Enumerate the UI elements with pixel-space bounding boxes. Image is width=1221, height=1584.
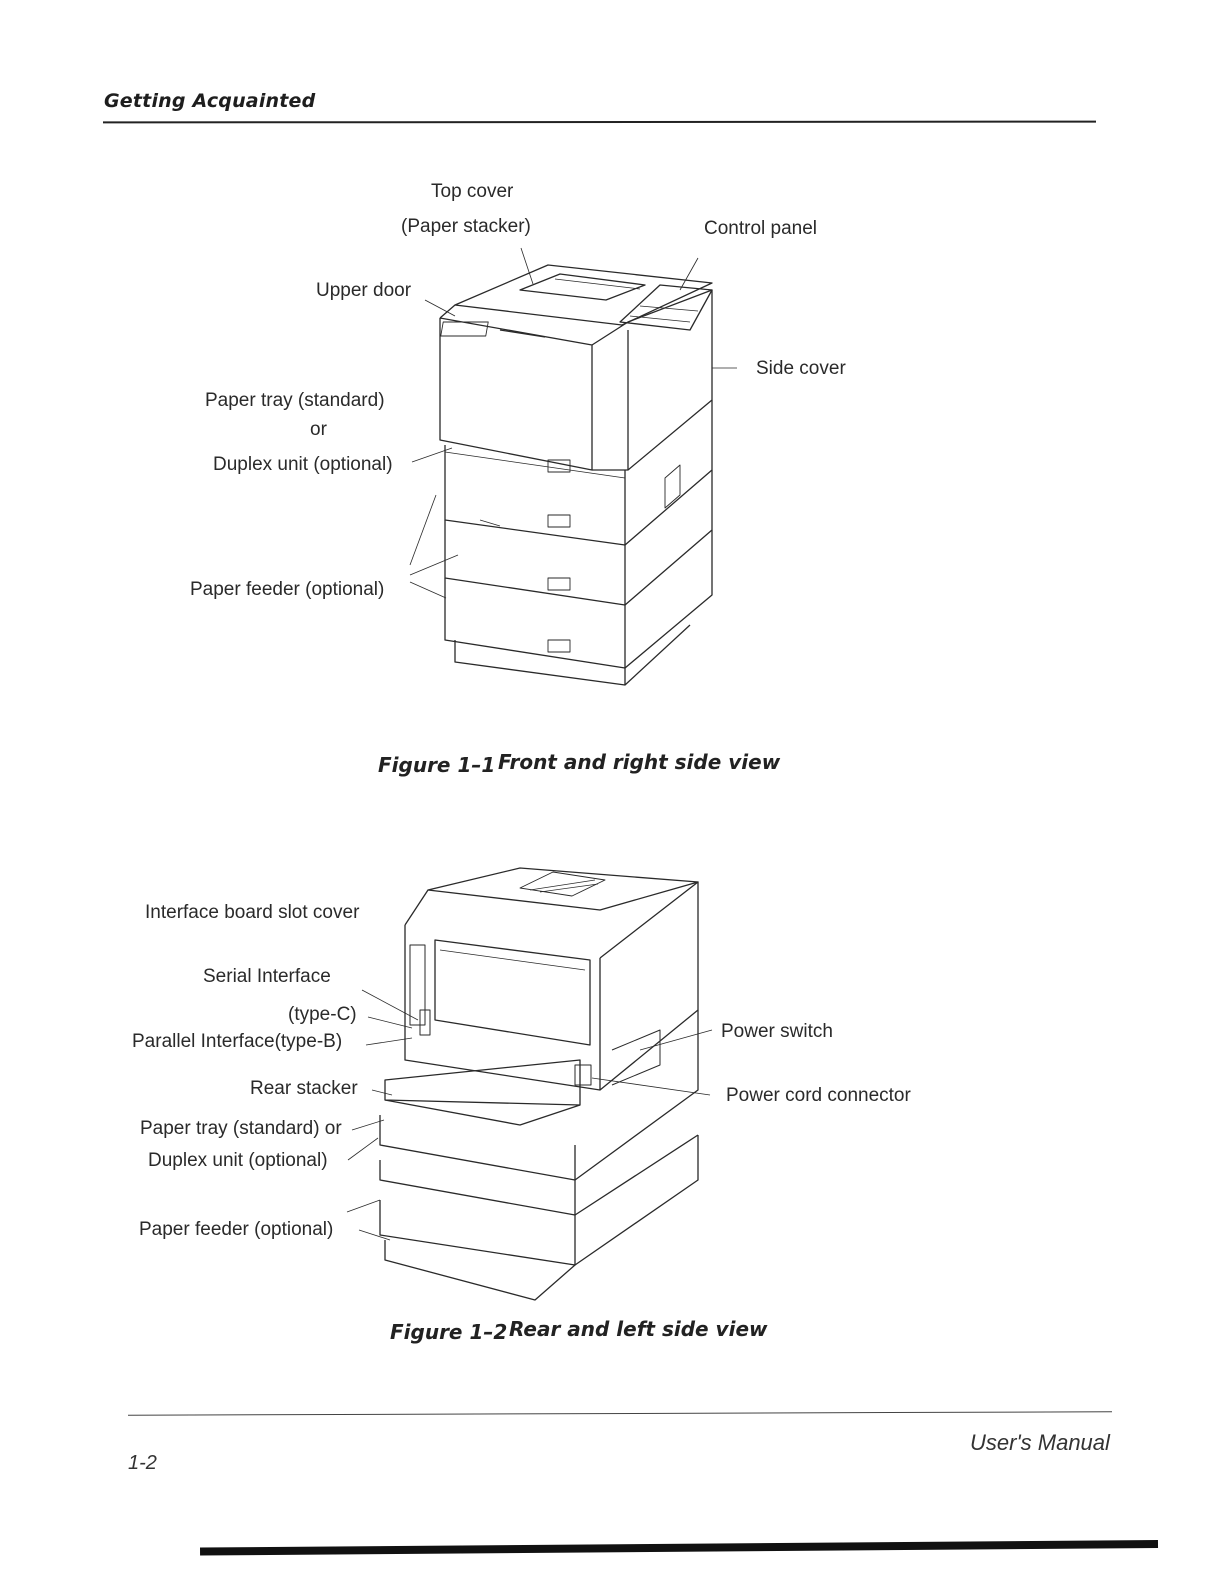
label-rear-stacker: Rear stacker bbox=[250, 1078, 358, 1099]
printer-front-drawing bbox=[439, 264, 713, 686]
section-title: Getting Acquainted bbox=[104, 90, 316, 112]
label-upper-door: Upper door bbox=[316, 280, 412, 301]
label-paper-tray-standard-or: Paper tray (standard) or bbox=[140, 1118, 342, 1139]
figure2-caption-number: Figure 1–2 bbox=[390, 1320, 508, 1344]
label-or: or bbox=[310, 419, 327, 440]
label-power-switch: Power switch bbox=[721, 1021, 833, 1042]
label-duplex-unit-2: Duplex unit (optional) bbox=[148, 1150, 328, 1171]
label-paper-stacker: (Paper stacker) bbox=[401, 216, 531, 237]
figure2-caption-text: Rear and left side view bbox=[509, 1317, 768, 1341]
label-side-cover: Side cover bbox=[756, 358, 846, 379]
fig1-leader-lines bbox=[409, 247, 737, 599]
label-parallel-interface: Parallel Interface(type-B) bbox=[132, 1031, 343, 1052]
label-power-cord-connector: Power cord connector bbox=[726, 1085, 911, 1106]
figure1-caption-number: Figure 1–1 bbox=[378, 753, 496, 777]
label-paper-feeder-2: Paper feeder (optional) bbox=[139, 1219, 334, 1240]
manual-title: User's Manual bbox=[970, 1430, 1110, 1455]
label-type-c: (type-C) bbox=[288, 1004, 357, 1025]
label-duplex-unit: Duplex unit (optional) bbox=[213, 454, 393, 475]
label-paper-feeder: Paper feeder (optional) bbox=[190, 579, 385, 600]
label-control-panel: Control panel bbox=[704, 218, 818, 239]
label-interface-slot-cover: Interface board slot cover bbox=[145, 902, 360, 923]
printer-rear-drawing bbox=[379, 867, 699, 1301]
figure1-caption-text: Front and right side view bbox=[498, 750, 781, 774]
fig2-leader-lines bbox=[346, 989, 713, 1241]
label-serial-interface: Serial Interface bbox=[203, 966, 331, 987]
label-top-cover: Top cover bbox=[431, 181, 514, 202]
page-number: 1-2 bbox=[128, 1452, 157, 1474]
label-paper-tray-standard: Paper tray (standard) bbox=[205, 390, 385, 411]
